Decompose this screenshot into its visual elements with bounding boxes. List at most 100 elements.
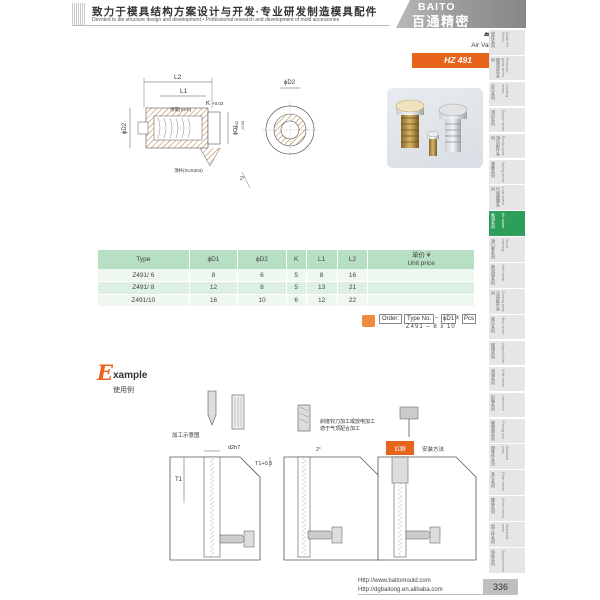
sidebar-item-label-cn: 其它系列 bbox=[491, 472, 496, 489]
sidebar-item[interactable]: 特殊系列 Special series bbox=[489, 548, 525, 574]
machining-note-line2: 適于气顶配合加工 bbox=[320, 425, 360, 432]
dim-k-label: K bbox=[206, 101, 210, 107]
header-slogan-cn: 致力于模具结构方案设计与开发·专业研发制造模具配件 bbox=[92, 6, 378, 18]
order-dash: – bbox=[435, 315, 439, 321]
sidebar-item-label-cn: 滑塊系列 bbox=[491, 368, 496, 385]
sidebar-item[interactable]: 澆口套系列 Sprue bushing bbox=[489, 237, 525, 263]
cell-type: Z491/10 bbox=[98, 294, 190, 307]
footer-url-1[interactable]: Http://www.baitomould.com bbox=[358, 578, 431, 584]
sidebar-item[interactable]: 氣頂系列 Air valves bbox=[489, 211, 525, 237]
spec-table: Type ϕD1 ϕD2 K L1 L2 单价 ¥ Unit price Z49… bbox=[98, 250, 475, 307]
sidebar-item[interactable]: 扣機系列 Latch lock bbox=[489, 392, 525, 419]
example-drawing: 加工示意图 d2h7 T1 T1+0.5 2° 斜度铰刀加工或放电加工 適于气顶… bbox=[169, 390, 477, 561]
header-slogan-en: Devoted to die structure design and deve… bbox=[92, 17, 340, 23]
cell-d1: 8 bbox=[189, 269, 239, 282]
order-values: Z491 – 8 x 10 bbox=[406, 324, 456, 330]
example-title-cn: 使用例 bbox=[113, 387, 134, 394]
sidebar-item[interactable]: 其它系列 Other series bbox=[489, 470, 525, 496]
sidebar-item-label-cn: 精密導柱系列 bbox=[491, 57, 501, 78]
cell-l1: 8 bbox=[306, 269, 338, 282]
page-number: 336 bbox=[483, 579, 518, 595]
sidebar-item-label-en: Locating series bbox=[501, 83, 509, 98]
sidebar-item-label-en: Parting lock bbox=[501, 420, 505, 439]
footer-url-2[interactable]: Http://dgbaitong.en.alibaba.com bbox=[358, 587, 443, 593]
table-row: Z491/ 6 8 6 5 8 16 bbox=[98, 269, 475, 282]
sidebar-item-label-cn: 開閉器系列 bbox=[491, 420, 496, 441]
sidebar-item[interactable]: 開閉器系列 Parting lock bbox=[489, 418, 525, 444]
sidebar-item-label-cn: 行程開關系列 bbox=[491, 187, 501, 208]
t1-label: T1 bbox=[175, 477, 183, 483]
header-stripe-decoration bbox=[72, 3, 86, 25]
sidebar-item-label-cn: 熱流道系列 bbox=[491, 265, 496, 286]
cell-l1: 12 bbox=[306, 294, 338, 307]
col-l1-header: L1 bbox=[306, 250, 338, 269]
sidebar-item-label-cn: 特殊系列 bbox=[491, 550, 496, 566]
brand-name-cn: 百通精密 bbox=[412, 14, 471, 29]
sidebar-item-label-cn: 澆口套系列 bbox=[491, 239, 496, 260]
sidebar-item-label-cn: 彈簧系列 bbox=[491, 161, 496, 178]
rod-note: 顶杆(SUS304) bbox=[174, 167, 203, 174]
footer-divider bbox=[358, 594, 518, 595]
technical-drawing: L2 L1 K +0.02 弹簧(SUS) ϕD2 ϕD1 -0.02 -0.0… bbox=[122, 74, 318, 189]
sidebar-item-label-cn: 撐頭系列 bbox=[491, 342, 496, 359]
t1-plus-label: T1+0.5 bbox=[255, 461, 272, 467]
cell-l2: 22 bbox=[337, 294, 369, 307]
cell-k: 5 bbox=[286, 281, 307, 295]
product-title-en: Air Valves bbox=[471, 42, 500, 49]
sidebar-item-label-en: Support pillar bbox=[501, 342, 505, 364]
order-x: x bbox=[456, 315, 459, 321]
sidebar-item-label-en: Limit switch bbox=[501, 187, 505, 206]
sidebar-item-label-cn: 定位系列 bbox=[491, 83, 496, 100]
brand-name-en: BAITO bbox=[418, 1, 456, 13]
cell-d2: 8 bbox=[237, 281, 287, 295]
sidebar-item[interactable]: 定位系列 Locating series bbox=[489, 81, 525, 108]
sidebar-item-label-en: Spring series bbox=[501, 161, 505, 182]
sidebar-item[interactable]: 撐頭系列 Support pillar bbox=[489, 340, 525, 367]
table-row: Z491/ 8 12 8 5 13 21 bbox=[98, 281, 475, 295]
sidebar-item-label-cn: 扣機系列 bbox=[491, 394, 496, 411]
sidebar-item[interactable]: 彈簧系列 Spring series bbox=[489, 159, 525, 185]
col-d2-header: ϕD2 bbox=[237, 250, 287, 269]
sidebar-item-label-cn: 冷卻配件系列 bbox=[491, 291, 501, 311]
cell-k: 6 bbox=[286, 294, 307, 307]
sidebar-item-label-en: Ejector series bbox=[501, 109, 505, 131]
machining-label: 加工示意图 bbox=[172, 431, 200, 439]
sidebar-item-label-en: Machined parts bbox=[501, 524, 509, 540]
cell-k: 5 bbox=[286, 269, 307, 282]
sidebar-item-label-cn: 導柱系列 bbox=[491, 32, 496, 48]
sidebar-item-label-cn: 氣頂系列 bbox=[491, 213, 496, 230]
dim-d2-top-label: ϕD2 bbox=[284, 80, 296, 86]
cell-price bbox=[367, 269, 475, 282]
sidebar-item-label-en: Air valves bbox=[501, 213, 505, 229]
cell-d1: 12 bbox=[189, 281, 239, 295]
sidebar-item-label-en: Other series bbox=[501, 472, 505, 492]
cell-l2: 21 bbox=[337, 281, 369, 295]
red-copper-label: 紅銅 bbox=[394, 445, 406, 453]
cell-price bbox=[367, 294, 475, 307]
air-valve-image bbox=[395, 99, 468, 156]
dim-d1-tol-b: -0.03 bbox=[240, 120, 245, 130]
dim-d1-label: ϕD1 bbox=[233, 125, 239, 135]
sidebar-item-label-en: Sprue bushing bbox=[501, 239, 509, 252]
cell-type: Z491/ 6 bbox=[98, 269, 190, 282]
dim-d2-left-label: ϕD2 bbox=[122, 122, 128, 134]
order-label: Order: bbox=[379, 314, 403, 324]
sidebar-item-label-en: Latch lock bbox=[501, 394, 505, 411]
cell-d1: 16 bbox=[189, 294, 239, 307]
sidebar-item-label-en: Cooling parts bbox=[501, 291, 505, 312]
install-label: 安装方法 bbox=[422, 445, 445, 453]
sidebar-item-label-en: Special series bbox=[501, 550, 505, 572]
